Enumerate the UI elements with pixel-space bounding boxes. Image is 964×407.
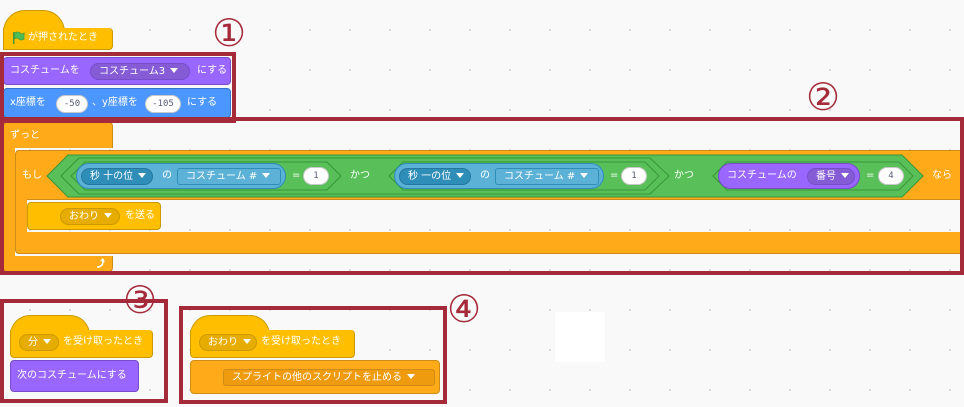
receive-minute-dropdown[interactable]: 分 — [19, 334, 59, 351]
green-flag-hat-label: が押されたとき — [28, 32, 98, 43]
chevron-down-icon — [138, 173, 147, 178]
stop-block[interactable]: スプライトの他のスクリプトを止める — [190, 360, 440, 394]
chevron-down-icon — [841, 173, 849, 178]
receive-minute-hat-block[interactable]: 分 を受け取ったとき — [10, 330, 153, 358]
receive-end-dropdown[interactable]: おわり — [199, 334, 257, 351]
sensing-of-block-1[interactable]: 秒 十の位 の コスチューム # — [76, 163, 286, 189]
annotation-box-4 — [179, 306, 447, 404]
switch-costume-prefix: コスチュームを — [10, 65, 80, 76]
receive-minute-suffix: を受け取ったとき — [63, 336, 143, 347]
loop-arrow-icon — [94, 257, 106, 272]
annotation-marker-4: ④ — [447, 287, 482, 331]
attr-dropdown-2-value: コスチューム # — [504, 171, 576, 182]
timer-dropdown-1[interactable]: 秒 十の位 — [81, 168, 153, 185]
value-input-1[interactable]: 1 — [303, 167, 329, 185]
chevron-down-icon — [43, 339, 51, 344]
chevron-down-icon — [456, 173, 465, 178]
blank-area — [555, 312, 605, 362]
costume-dropdown-value: コスチューム3 — [99, 66, 166, 77]
goto-y-label: 、y座標を — [92, 97, 138, 108]
y-value-input[interactable]: -105 — [145, 95, 181, 113]
equals-sign-3: = — [866, 170, 875, 181]
if-then-label: なら — [932, 170, 952, 181]
costume-number-label: コスチュームの — [727, 170, 797, 181]
annotation-box-3 — [0, 299, 168, 403]
costume-number-dropdown[interactable]: 番号 — [807, 168, 855, 185]
and-label-2: かつ — [674, 170, 694, 181]
if-bottom-bar — [15, 232, 964, 254]
receive-end-value: おわり — [208, 337, 238, 348]
chevron-down-icon — [104, 213, 112, 218]
switch-costume-suffix: にする — [197, 65, 228, 76]
next-costume-label: 次のコスチュームにする — [17, 370, 127, 381]
chevron-down-icon — [262, 173, 271, 178]
if-label: もし — [22, 170, 42, 181]
costume-number-dropdown-value: 番号 — [816, 171, 836, 182]
annotation-box-1 — [0, 52, 236, 123]
sensing-of-block-2[interactable]: 秒 一の位 の コスチューム # — [394, 163, 604, 189]
flag-icon — [11, 31, 25, 48]
of-label-2: の — [480, 170, 490, 181]
goto-xy-suffix: にする — [187, 97, 218, 108]
timer-dropdown-1-value: 秒 十の位 — [90, 171, 134, 182]
value-input-3[interactable]: 4 — [878, 167, 904, 185]
switch-costume-block[interactable]: コスチュームを コスチューム3 にする — [3, 57, 231, 85]
broadcast-suffix: を送る — [125, 210, 155, 221]
annotation-marker-3: ③ — [123, 278, 158, 322]
goto-x-label: x座標を — [10, 97, 46, 108]
costume-number-block[interactable]: コスチュームの 番号 — [718, 163, 860, 189]
attr-dropdown-1-value: コスチューム # — [186, 171, 258, 182]
next-costume-block[interactable]: 次のコスチュームにする — [10, 360, 139, 392]
equals-sign-2: = — [610, 170, 619, 181]
receive-end-hat-block[interactable]: おわり を受け取ったとき — [190, 330, 355, 358]
chevron-down-icon — [170, 68, 179, 73]
timer-dropdown-2-value: 秒 一の位 — [408, 171, 452, 182]
annotation-marker-2: ② — [806, 75, 841, 119]
broadcast-block[interactable]: おわり を送る — [27, 202, 161, 230]
broadcast-message-value: おわり — [69, 211, 99, 222]
annotation-box-2 — [0, 117, 964, 275]
forever-label: ずっと — [10, 130, 40, 141]
costume-dropdown[interactable]: コスチューム3 — [90, 63, 190, 80]
receive-end-suffix: を受け取ったとき — [261, 336, 341, 347]
attr-dropdown-1[interactable]: コスチューム # — [177, 168, 281, 185]
chevron-down-icon — [407, 374, 415, 379]
stop-option-dropdown[interactable]: スプライトの他のスクリプトを止める — [223, 369, 435, 386]
if-left-arm — [15, 199, 27, 233]
chevron-down-icon — [243, 339, 251, 344]
receive-minute-value: 分 — [28, 337, 38, 348]
timer-dropdown-2[interactable]: 秒 一の位 — [399, 168, 471, 185]
chevron-down-icon — [580, 173, 589, 178]
goto-xy-block[interactable]: x座標を -50 、y座標を -105 にする — [3, 88, 231, 118]
of-label-1: の — [162, 170, 172, 181]
green-flag-hat-block[interactable]: が押されたとき — [3, 28, 113, 50]
and-label-1: かつ — [350, 170, 370, 181]
broadcast-message-dropdown[interactable]: おわり — [60, 208, 120, 225]
value-input-2[interactable]: 1 — [621, 167, 647, 185]
x-value-input[interactable]: -50 — [56, 95, 88, 113]
attr-dropdown-2[interactable]: コスチューム # — [495, 168, 599, 185]
stop-option-value: スプライトの他のスクリプトを止める — [232, 372, 402, 383]
annotation-marker-1: ① — [212, 11, 247, 55]
equals-sign-1: = — [292, 170, 301, 181]
